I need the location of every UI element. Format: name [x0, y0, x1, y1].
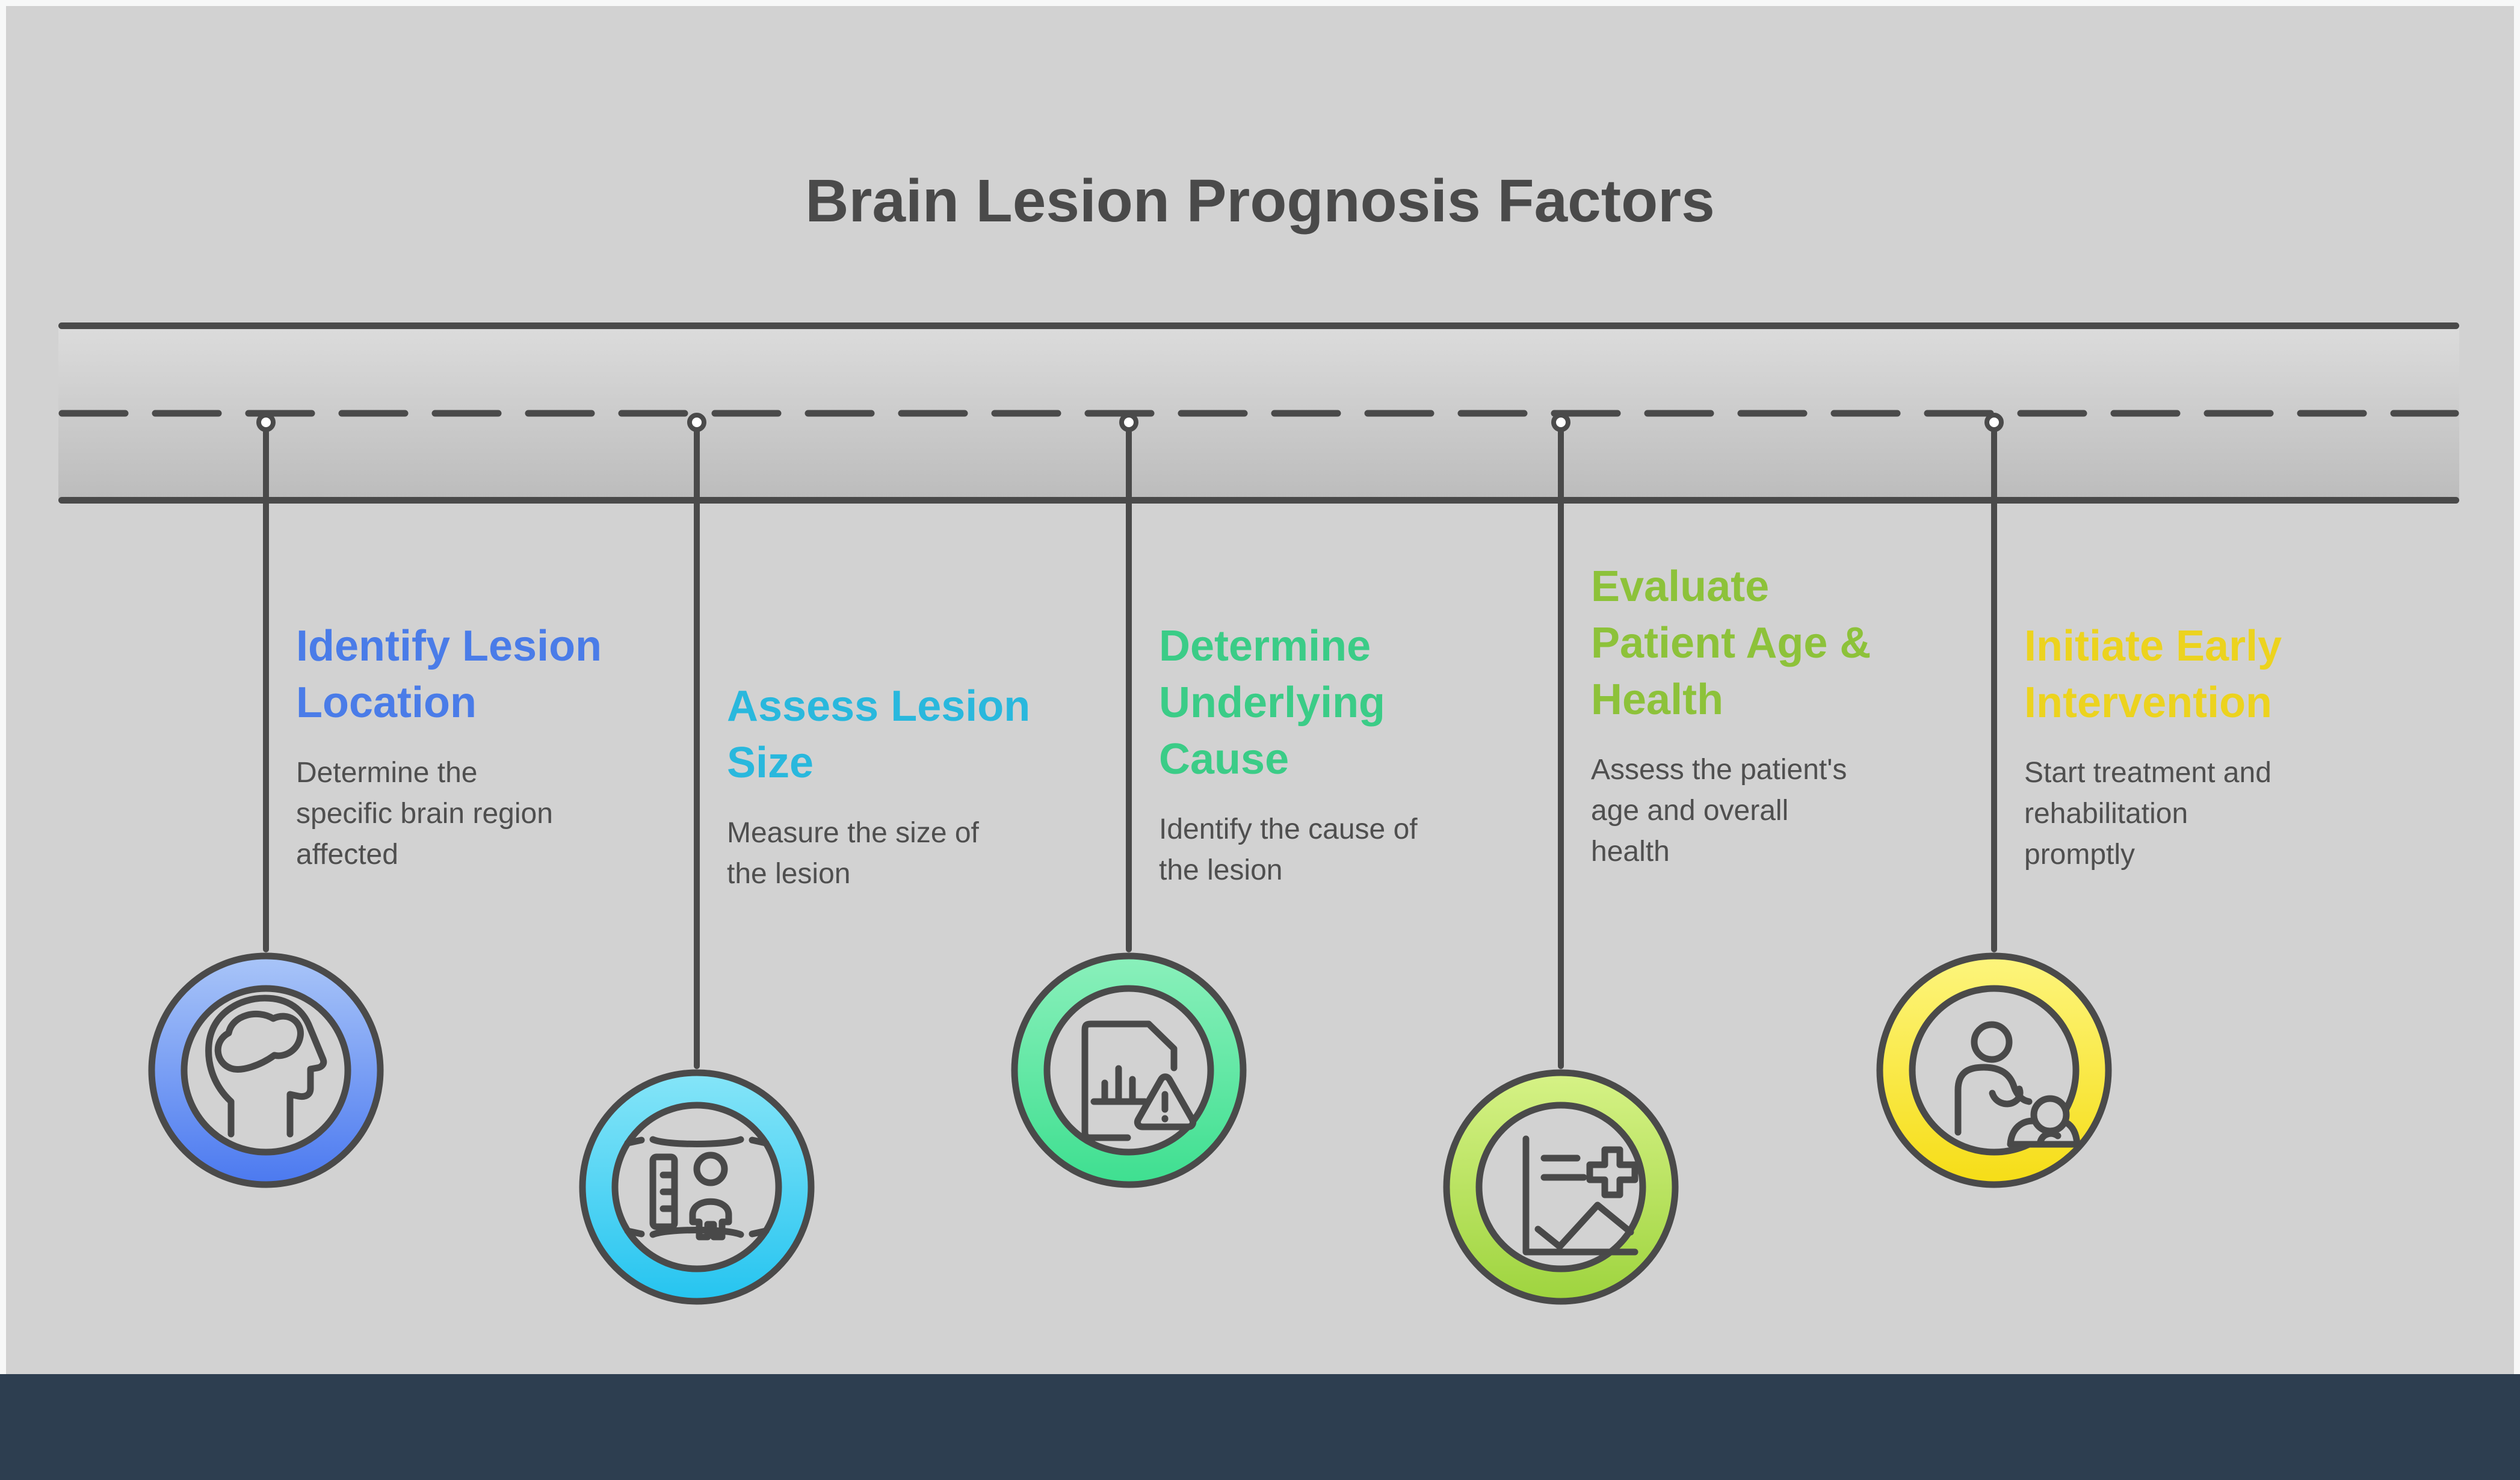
report-warning-icon [1081, 1020, 1197, 1141]
infographic-canvas [6, 6, 2514, 1378]
step-5-text: Initiate Early Intervention Start treatm… [2024, 618, 2361, 875]
timeline-node [687, 413, 706, 432]
timeline-dashed-line [58, 410, 2459, 417]
step-1-badge [148, 952, 384, 1188]
body-measurement-icon [624, 1136, 770, 1241]
step-connector-line [1991, 422, 1997, 952]
step-2-description: Measure the size of the lesion [727, 817, 979, 890]
timeline-node [1551, 413, 1570, 432]
step-4-description: Assess the patient's age and overall hea… [1591, 754, 1847, 868]
timeline-band-top-border [58, 322, 2459, 329]
health-chart-icon [1522, 1135, 1638, 1256]
step-1-heading: Identify Lesion Location [296, 622, 602, 727]
step-connector-line [694, 422, 700, 1069]
step-connector-line [1126, 422, 1132, 952]
step-4-text: Evaluate Patient Age & Health Assess the… [1591, 558, 1928, 872]
step-4-badge [1443, 1069, 1679, 1305]
step-3-heading: Determine Underlying Cause [1159, 622, 1386, 783]
page-title: Brain Lesion Prognosis Factors [805, 167, 1715, 235]
step-3-text: Determine Underlying Cause Identify the … [1159, 618, 1496, 891]
timeline-band-bottom-border [58, 497, 2459, 504]
step-connector-line [1558, 422, 1564, 1069]
step-3-badge [1011, 952, 1247, 1188]
step-1-text: Identify Lesion Location Determine the s… [296, 618, 633, 875]
step-2-heading: Assess Lesion Size [727, 682, 1031, 787]
step-2-badge [579, 1069, 815, 1305]
footer-bar [0, 1374, 2520, 1480]
step-4-heading: Evaluate Patient Age & Health [1591, 563, 1871, 724]
step-2-text: Assess Lesion Size Measure the size of t… [727, 678, 1064, 895]
step-3-description: Identify the cause of the lesion [1159, 813, 1418, 886]
step-5-heading: Initiate Early Intervention [2024, 622, 2282, 727]
step-connector-line [263, 422, 269, 952]
timeline-node [256, 413, 276, 432]
step-1-description: Determine the specific brain region affe… [296, 757, 553, 871]
head-brain-icon [205, 994, 327, 1138]
step-5-description: Start treatment and rehabilitation promp… [2024, 757, 2271, 871]
caregiver-icon [1954, 1021, 2081, 1148]
step-5-badge [1876, 952, 2112, 1188]
timeline-node [1984, 413, 2004, 432]
timeline-node [1119, 413, 1138, 432]
